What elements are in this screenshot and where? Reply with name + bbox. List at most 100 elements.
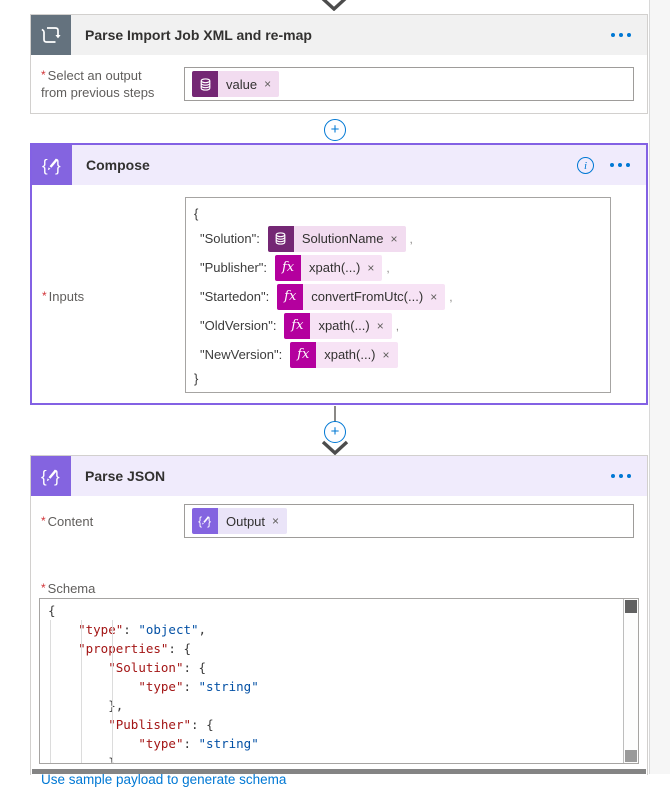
token-label: convertFromUtc(...): [311, 289, 424, 304]
brace-open: {: [194, 206, 199, 221]
schema-line: "type": "string": [138, 736, 259, 751]
required-asterisk: *: [42, 289, 47, 303]
required-asterisk: *: [41, 581, 46, 595]
card-menu-button[interactable]: [609, 29, 633, 41]
svg-text:{: {: [42, 156, 48, 175]
token-convertFromUtc(...)[interactable]: fx convertFromUtc(...) ×: [277, 283, 446, 310]
token-remove-icon[interactable]: ×: [264, 77, 272, 91]
function-icon: fx: [275, 254, 302, 281]
required-asterisk: *: [41, 514, 46, 528]
svg-text:{: {: [198, 515, 202, 528]
card-menu-button[interactable]: [609, 470, 633, 482]
compose-token-icon: { }: [192, 508, 218, 534]
token-xpath(...)[interactable]: fx xpath(...) ×: [275, 254, 383, 281]
schema-line: "type": "string": [138, 679, 259, 694]
card-title: Compose: [86, 157, 150, 173]
function-icon: fx: [277, 283, 304, 310]
field-label: *Select an output from previous steps: [41, 68, 155, 100]
json-key: "Startedon":: [200, 289, 270, 304]
json-comma: ,: [409, 231, 413, 246]
json-key: "Publisher":: [200, 260, 268, 275]
connector-arrow-icon: [321, 440, 349, 455]
svg-text:}: }: [207, 515, 211, 528]
schema-line: "type": "object",: [78, 622, 207, 637]
indent-guide: [112, 620, 113, 763]
token-output[interactable]: { } Output ×: [192, 508, 288, 534]
schema-line: "properties": {: [78, 641, 191, 656]
json-comma: ,: [449, 289, 453, 304]
field-label: *Schema: [41, 581, 96, 596]
editor-scrollbar-mark: [625, 750, 637, 762]
card-menu-button[interactable]: [608, 159, 632, 171]
database-icon: [267, 225, 294, 252]
svg-text:{: {: [41, 467, 47, 486]
token-remove-icon[interactable]: ×: [367, 260, 375, 275]
use-sample-payload-link[interactable]: Use sample payload to generate schema: [41, 772, 287, 787]
compose-action-icon: { }: [32, 145, 72, 185]
svg-text:}: }: [55, 156, 61, 175]
schema-line: {: [48, 603, 56, 618]
editor-scrollbar[interactable]: [623, 599, 638, 763]
connector-line: [334, 406, 336, 424]
token-label: Output: [226, 513, 266, 529]
inputs-editor[interactable]: { "Solution": SolutionName×, "Publisher": f…: [185, 197, 611, 393]
inputs-row: "NewVersion": fx xpath(...) ×: [194, 340, 602, 369]
connector-arrow-icon: [321, 0, 347, 11]
action-card-compose[interactable]: { } Compose i *Inputs { "Solution": Solut…: [30, 143, 648, 405]
token-remove-icon[interactable]: ×: [430, 289, 438, 304]
field-label: *Inputs: [42, 289, 85, 304]
action-card-parse-import-job-xml[interactable]: Parse Import Job XML and re-map *Select …: [30, 14, 648, 114]
token-label: xpath(...): [324, 347, 376, 362]
json-key: "Solution":: [200, 231, 260, 246]
info-icon[interactable]: i: [577, 156, 594, 174]
function-icon: fx: [290, 341, 317, 368]
schema-code[interactable]: { "type": "object", "properties": { "Sol…: [40, 599, 623, 763]
field-label: *Content: [41, 514, 94, 529]
token-remove-icon[interactable]: ×: [390, 231, 398, 246]
indent-guide: [50, 620, 51, 763]
token-xpath(...)[interactable]: fx xpath(...) ×: [290, 341, 398, 368]
json-comma: ,: [395, 318, 400, 333]
inputs-row: "OldVersion": fx xpath(...) ×,: [194, 311, 602, 340]
indent-guide: [81, 620, 82, 763]
token-SolutionName[interactable]: SolutionName×: [267, 225, 406, 252]
inputs-row: "Publisher": fx xpath(...) ×,: [194, 253, 602, 282]
token-remove-icon[interactable]: ×: [376, 318, 384, 333]
token-remove-icon[interactable]: ×: [272, 514, 280, 528]
card-title: Parse JSON: [85, 468, 166, 484]
insert-step-button[interactable]: +: [324, 119, 346, 141]
json-key: "NewVersion":: [200, 347, 283, 362]
token-remove-icon[interactable]: ×: [382, 347, 390, 362]
json-key: "OldVersion":: [200, 318, 277, 333]
card-header[interactable]: Parse Import Job XML and re-map: [31, 15, 647, 55]
schema-line: "Solution": {: [108, 660, 207, 675]
token-value[interactable]: value ×: [192, 71, 280, 97]
select-output-input[interactable]: value ×: [184, 67, 634, 101]
insert-step-button[interactable]: +: [324, 421, 346, 443]
svg-text:}: }: [54, 467, 60, 486]
token-label: value: [226, 76, 258, 92]
canvas-scrollbar-track[interactable]: [649, 0, 670, 774]
inputs-row: "Startedon": fx convertFromUtc(...) ×,: [194, 282, 602, 311]
card-header[interactable]: { } Parse JSON: [31, 456, 647, 496]
schema-editor[interactable]: { "type": "object", "properties": { "Sol…: [39, 598, 639, 764]
brace-close: }: [194, 371, 199, 386]
function-icon: fx: [284, 312, 311, 339]
content-input[interactable]: { } Output ×: [184, 504, 634, 538]
editor-scrollbar-thumb[interactable]: [625, 600, 637, 613]
token-label: xpath(...): [318, 318, 370, 333]
schema-line: "Publisher": {: [108, 717, 214, 732]
card-title: Parse Import Job XML and re-map: [85, 27, 312, 43]
horizontal-scrollbar-thumb[interactable]: [32, 769, 646, 774]
token-xpath(...)[interactable]: fx xpath(...) ×: [284, 312, 392, 339]
database-icon: [192, 71, 218, 97]
action-card-parse-json[interactable]: { } Parse JSON *Content { }: [30, 455, 648, 787]
schema-line: },: [48, 698, 124, 713]
select-action-icon: [31, 15, 71, 55]
token-label: xpath(...): [309, 260, 361, 275]
parse-json-action-icon: { }: [31, 456, 71, 496]
card-header[interactable]: { } Compose i: [32, 145, 646, 185]
json-comma: ,: [386, 260, 390, 275]
inputs-row: "Solution": SolutionName×,: [194, 224, 602, 253]
